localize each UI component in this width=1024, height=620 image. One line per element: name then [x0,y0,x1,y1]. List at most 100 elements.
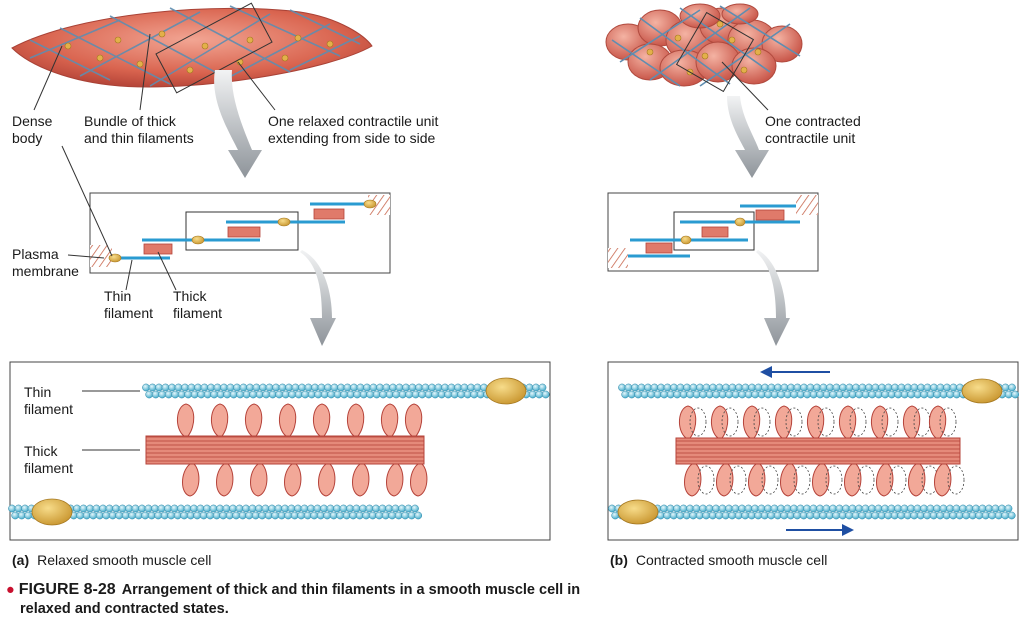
power-stroke-arc [761,465,779,495]
actin-bead [424,390,433,399]
actin-bead [246,383,254,392]
actin-bead [388,511,397,520]
label-line: filament [173,305,223,321]
actin-bead [907,504,915,513]
actin-bead [907,390,916,399]
actin-bead [933,390,942,399]
actin-bead [696,383,704,392]
actin-bead [972,504,980,513]
actin-bead [650,383,659,392]
actin-bead [142,383,150,392]
actin-bead [363,383,371,392]
actin-bead [112,504,120,513]
myosin-head [177,403,195,437]
actin-bead [751,390,760,399]
thick-filament-bundle [145,435,425,465]
actin-bead [158,390,167,399]
myosin-head [250,463,268,497]
actin-bead [369,383,378,392]
actin-bead [268,390,277,399]
actin-bead [414,511,423,520]
actin-bead [476,390,485,399]
label-line: One relaxed contractile unit [268,113,439,129]
caption-text: Relaxed smooth muscle cell [37,552,212,568]
actin-bead [692,504,701,513]
actin-bead [708,511,717,520]
myosin-head [211,403,229,437]
actin-bead [421,383,430,392]
actin-bead [310,511,319,520]
actin-bead [679,504,688,513]
thin-filament-top [142,383,550,399]
actin-bead [272,383,280,392]
relaxed-detail-panel [8,361,551,541]
actin-bead [460,383,469,392]
actin-bead [14,504,23,513]
actin-bead [663,383,672,392]
actin-bead [258,511,267,520]
actin-bead [744,390,753,399]
actin-bead [366,390,375,399]
actin-bead [887,390,896,399]
actin-bead [913,390,922,399]
actin-bead [673,504,681,513]
actin-bead [660,390,669,399]
actin-bead [181,383,189,392]
actin-bead [463,390,472,399]
actin-bead [382,383,391,392]
actin-bead [404,504,413,513]
actin-bead [336,511,345,520]
actin-bead [277,511,286,520]
actin-bead [148,383,157,392]
actin-bead [294,504,302,513]
power-stroke-arc [849,407,867,437]
actin-bead [894,504,902,513]
actin-bead [783,390,792,399]
label-thick-filament-mid: Thick filament [173,288,222,322]
actin-bead [223,390,232,399]
label-line: Thin [24,384,52,400]
actin-bead [457,390,466,399]
actin-bead [735,383,743,392]
actin-bead [783,504,792,513]
actin-bead [900,390,909,399]
myosin-head [216,463,234,497]
actin-bead [535,390,544,399]
actin-bead [375,511,384,520]
actin-bead [320,504,328,513]
actin-bead [939,504,948,513]
actin-bead [389,383,397,392]
contracted-schematic [607,192,819,346]
actin-bead [842,504,850,513]
actin-bead [307,504,315,513]
actin-bead [21,504,29,513]
actin-bead [822,390,831,399]
actin-bead [618,383,626,392]
actin-bead [131,504,140,513]
actin-bead [125,504,133,513]
label-bundle: Bundle of thick and thin filaments [84,113,194,147]
actin-bead [666,390,675,399]
actin-bead [946,390,955,399]
actin-bead [24,511,33,520]
actin-bead [349,511,358,520]
actin-bead [441,383,449,392]
actin-bead [278,383,287,392]
actin-bead [852,383,860,392]
actin-bead [712,390,721,399]
actin-bead [920,390,929,399]
power-stroke-arc [697,465,715,495]
actin-bead [154,511,163,520]
actin-bead [666,504,675,513]
actin-bead [939,390,948,399]
actin-bead [679,390,688,399]
label-line: body [12,130,43,146]
label-line: Thin [104,288,132,304]
actin-bead [271,511,280,520]
actin-bead [265,383,274,392]
actin-bead [259,383,267,392]
actin-bead [203,390,212,399]
actin-bead [686,504,694,513]
actin-bead [313,504,322,513]
